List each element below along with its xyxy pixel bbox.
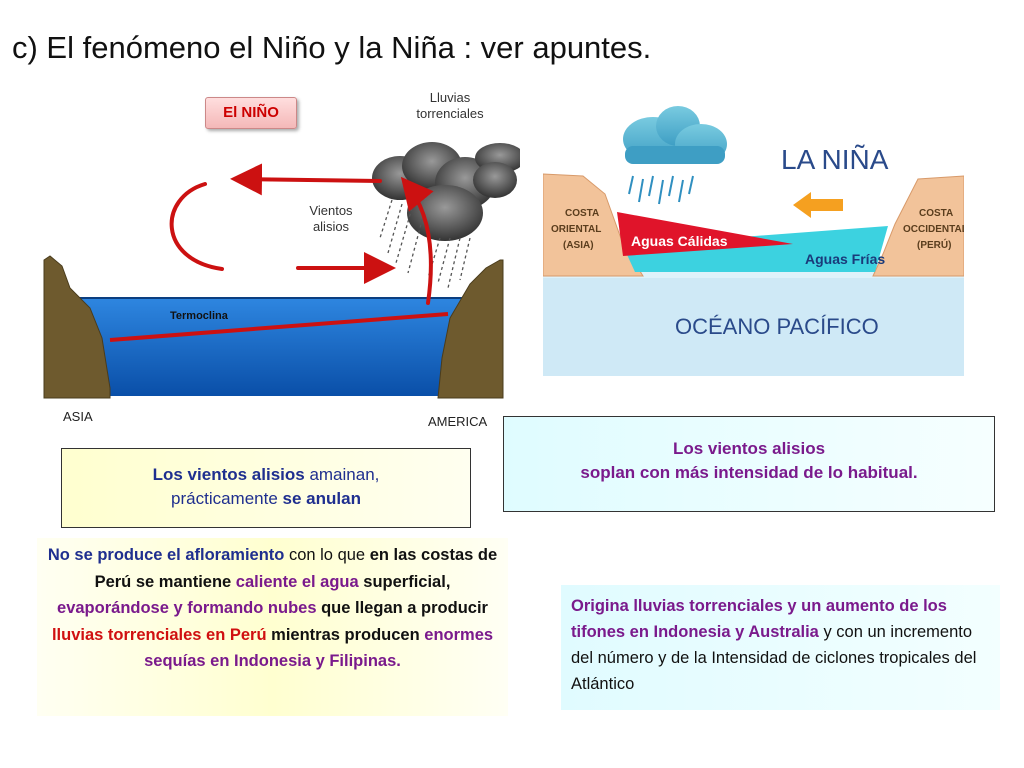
la-nina-effects-box: Origina lluvias torrenciales y un aument… bbox=[561, 585, 1000, 710]
left-curve-arrow bbox=[169, 182, 224, 271]
la-nina-cloud bbox=[623, 106, 727, 164]
la-nina-summary-box: Los vientos alisios soplan con más inten… bbox=[503, 416, 995, 512]
asia-cliff bbox=[43, 255, 111, 399]
el-nino-summary-box: Los vientos alisios amainan, prácticamen… bbox=[61, 448, 471, 528]
asia-label: ASIA bbox=[63, 409, 93, 424]
la-nina-rain bbox=[628, 175, 694, 205]
aguas-calidas-label: Aguas Cálidas bbox=[631, 233, 728, 249]
costa-occidental-2: OCCIDENTAL bbox=[903, 224, 964, 235]
ocean-water bbox=[60, 298, 500, 396]
top-wind-arrow bbox=[230, 163, 382, 196]
oceano-label: OCÉANO PACÍFICO bbox=[675, 314, 879, 339]
rising-curve-arrow bbox=[400, 176, 434, 305]
ocean-band bbox=[543, 276, 964, 376]
warm-water-wedge bbox=[617, 212, 793, 256]
costa-occidental-3: (PERÚ) bbox=[917, 238, 951, 251]
la-nina-title: LA NIÑA bbox=[781, 144, 889, 175]
page-title: c) El fenómeno el Niño y la Niña : ver a… bbox=[12, 30, 652, 65]
thermocline-line bbox=[109, 312, 449, 342]
la-nina-diagram: LA NIÑA COSTA ORIENTAL (ASIA) COSTA OCCI… bbox=[543, 84, 964, 376]
el-nino-diagram bbox=[43, 142, 520, 399]
america-label: AMERICA bbox=[428, 414, 488, 429]
rain-lines bbox=[379, 199, 471, 289]
costa-occidental-1: COSTA bbox=[919, 208, 953, 219]
el-nino-effects-box: No se produce el afloramiento con lo que… bbox=[37, 538, 508, 716]
orange-arrow bbox=[793, 192, 843, 218]
peru-coast bbox=[872, 175, 964, 277]
costa-oriental-2: ORIENTAL bbox=[551, 224, 601, 235]
costa-oriental-3: (ASIA) bbox=[563, 240, 594, 251]
costa-oriental-1: COSTA bbox=[565, 208, 599, 219]
aguas-frias-label: Aguas Frías bbox=[805, 251, 885, 267]
el-nino-badge: El NIÑO bbox=[205, 97, 297, 129]
cold-water-wedge bbox=[623, 226, 888, 272]
america-cliff bbox=[437, 259, 504, 399]
storm-cloud bbox=[372, 142, 520, 241]
termoclina-label: Termoclina bbox=[170, 310, 228, 322]
